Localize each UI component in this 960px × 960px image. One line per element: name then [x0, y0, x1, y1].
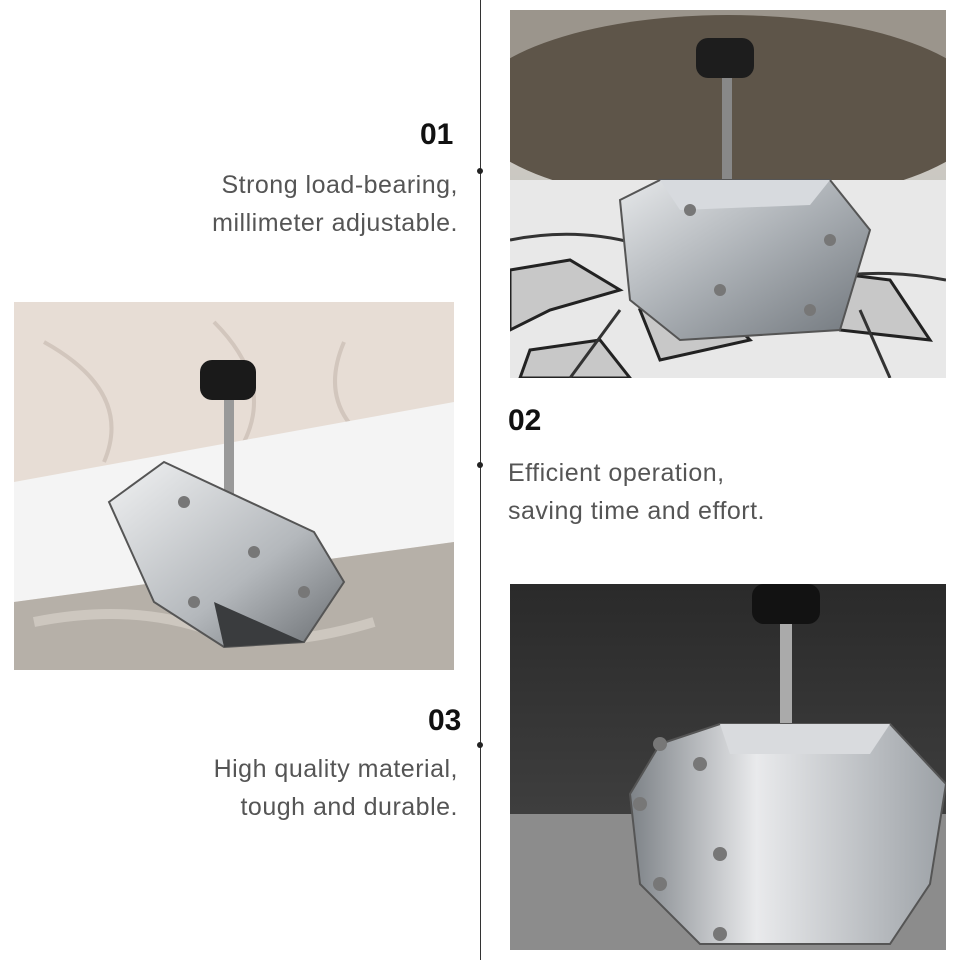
feature-03-line-1: High quality material,	[213, 755, 458, 783]
product-photo-wall-corner	[14, 302, 454, 670]
timeline-dot-1	[477, 168, 483, 174]
feature-02-line-2: saving time and effort.	[508, 497, 766, 525]
timeline-dot-2	[477, 462, 483, 468]
feature-number-02: 02	[508, 404, 542, 437]
product-photo-dark-studio	[510, 584, 946, 950]
feature-02-line-1: Efficient operation,	[508, 459, 725, 487]
feature-description-02: Efficient operation, saving time and eff…	[508, 454, 765, 530]
product-photo-cracked-floor	[510, 10, 946, 378]
timeline-dot-3	[477, 742, 483, 748]
feature-03-line-2: tough and durable.	[240, 793, 458, 821]
timeline-line	[480, 0, 481, 960]
feature-description-01: Strong load-bearing, millimeter adjustab…	[212, 166, 458, 242]
feature-01-line-2: millimeter adjustable.	[212, 209, 458, 237]
feature-number-03: 03	[428, 704, 462, 737]
feature-01-line-1: Strong load-bearing,	[221, 171, 458, 199]
feature-number-01: 01	[420, 118, 454, 151]
feature-description-03: High quality material, tough and durable…	[214, 750, 458, 826]
